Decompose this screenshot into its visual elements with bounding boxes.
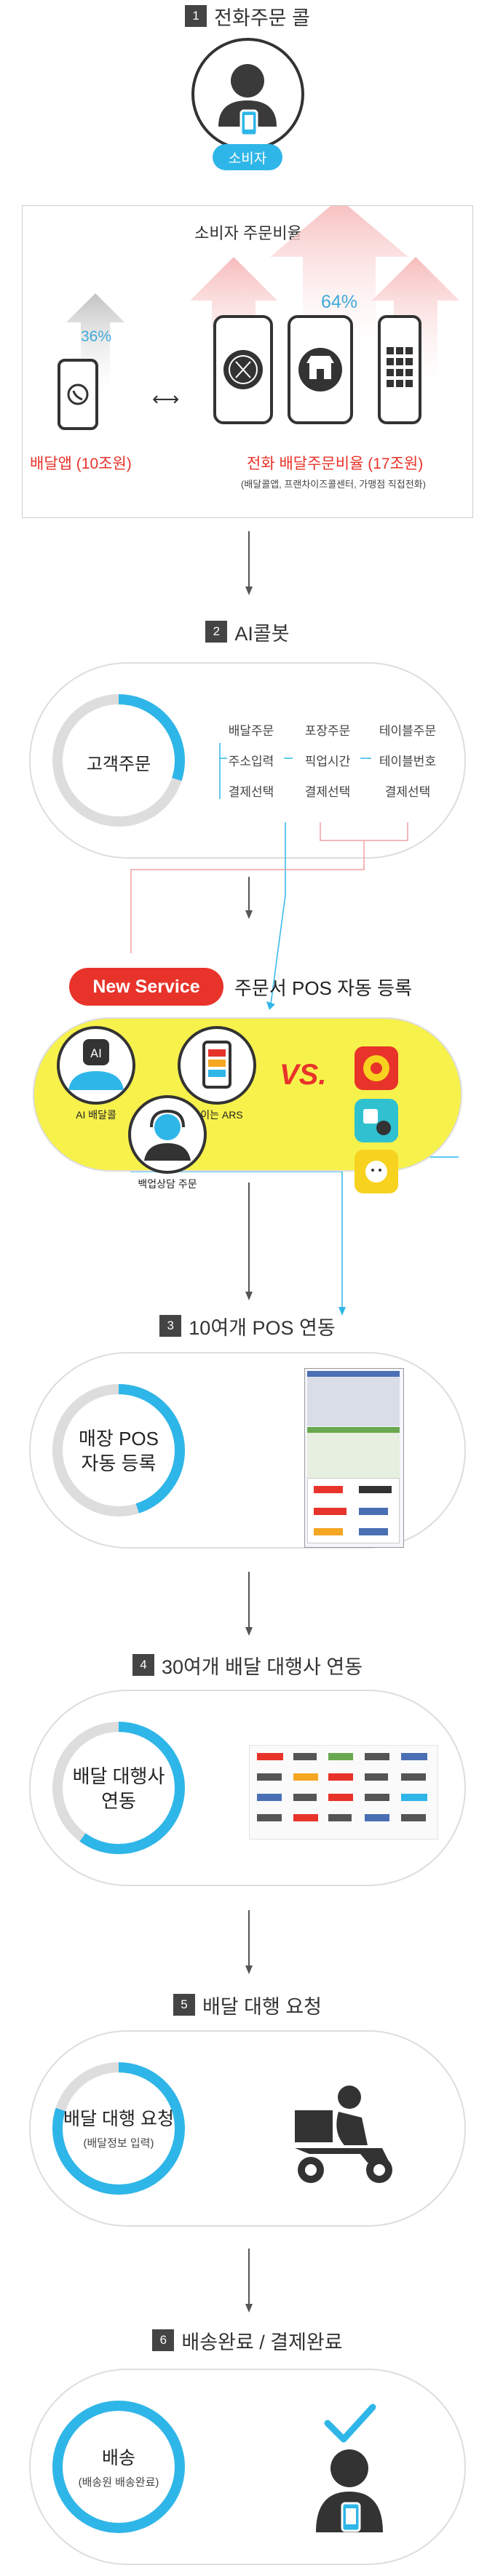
right-sublabel: (배달콜앱, 프랜차이즈콜센터, 가맹점 직접전화) xyxy=(241,479,426,490)
down-arrow-icon xyxy=(245,531,253,595)
delivery-agency-label: 배달 대행사 연동 xyxy=(50,1764,188,1813)
grid-item: 테이블번호 xyxy=(379,755,437,768)
grid-connectors xyxy=(219,743,371,799)
new-service-title: 주문서 POS 자동 등록 xyxy=(234,977,413,999)
step-number: 3 xyxy=(159,1315,182,1337)
step-title-text: 전화주문 콜 xyxy=(214,7,310,29)
step6-card xyxy=(29,2369,466,2565)
step5-card xyxy=(29,2030,466,2227)
step2-title: 2 AI콜봇 xyxy=(0,617,495,646)
center-line: 배송 xyxy=(101,2448,135,2468)
customer-order-label: 고객주문 xyxy=(86,755,151,774)
phone-call-icon xyxy=(58,359,98,430)
pos-screenshots xyxy=(304,1368,404,1548)
center-sub: (배달정보 입력) xyxy=(83,2137,154,2150)
pos-register-label: 매장 POS 자동 등록 xyxy=(50,1426,188,1476)
consumer-badge: 소비자 xyxy=(213,144,282,170)
grid-item: 테이블주문 xyxy=(379,724,437,738)
progress-ring xyxy=(52,694,185,827)
step2-card xyxy=(29,662,466,859)
customer-check-icon xyxy=(316,2404,383,2532)
center-line: 배달 대행 요청 xyxy=(63,2109,174,2129)
grid-item: 결제선택 xyxy=(228,785,274,799)
down-arrow-icon xyxy=(245,1910,253,1974)
svg-text:AI: AI xyxy=(90,1046,102,1060)
visible-ars-icon xyxy=(178,1026,256,1105)
grid-item: 결제선택 xyxy=(304,785,351,799)
step-number: 4 xyxy=(132,1654,154,1676)
service-label: 백업상담 주문 xyxy=(138,1178,197,1190)
person-phone-icon xyxy=(218,64,277,137)
right-label: 전화 배달주문비율 (17조원) xyxy=(247,456,424,472)
right-percent: 64% xyxy=(321,292,358,312)
progress-ring xyxy=(52,1722,185,1854)
delivery-app-icon xyxy=(355,1150,398,1193)
consumer-avatar xyxy=(191,38,304,151)
center-line: 배달 대행사 xyxy=(72,1765,165,1787)
grid-item: 포장주문 xyxy=(304,724,351,738)
pos-brand-logos xyxy=(307,1478,400,1543)
vs-label: VS. xyxy=(280,1059,327,1091)
progress-ring xyxy=(52,2401,185,2533)
center-line: 매장 POS xyxy=(79,1428,159,1450)
step-number: 6 xyxy=(152,2329,175,2351)
step-title-text: 30여개 배달 대행사 연동 xyxy=(161,1655,363,1678)
pos-screen xyxy=(307,1371,400,1426)
order-ratio-box: 소비자 주문비율 36% 64% ⟷ xyxy=(22,205,473,518)
delivery-app-icon xyxy=(355,1099,398,1142)
step-number: 2 xyxy=(205,621,228,643)
ai-call-icon: AI xyxy=(57,1026,135,1105)
grid-item: 픽업시간 xyxy=(304,755,351,768)
delivery-app-icon xyxy=(355,1046,398,1090)
grid-item: 주소입력 xyxy=(228,755,274,768)
progress-ring xyxy=(52,1384,185,1516)
phone-food-icon xyxy=(213,315,273,424)
step-title-text: 배송완료 / 결제완료 xyxy=(181,2331,343,2353)
grid-item: 결제선택 xyxy=(384,785,431,799)
progress-ring xyxy=(52,2062,185,2195)
exchange-arrow-icon: ⟷ xyxy=(152,388,180,410)
service-label: 보이는 ARS xyxy=(191,1109,243,1121)
step-title-text: AI콜봇 xyxy=(234,622,290,645)
order-type-grid: 배달주문 포장주문 테이블주문 주소입력 픽업시간 테이블번호 결제선택 결제선… xyxy=(211,720,444,822)
down-arrow-icon xyxy=(245,1572,253,1636)
center-line: 자동 등록 xyxy=(81,1452,157,1474)
left-label: 배달앱 (10조원) xyxy=(30,456,132,472)
service-label: AI 배달콜 xyxy=(76,1109,116,1121)
step6-title: 6 배송완료 / 결제완료 xyxy=(0,2326,495,2355)
delivery-request-label: 배달 대행 요청 (배달정보 입력) xyxy=(50,2104,188,2150)
down-arrow-icon xyxy=(245,877,253,919)
step4-title: 4 30여개 배달 대행사 연동 xyxy=(0,1650,495,1679)
delivery-done-label: 배송 (배송원 배송완료) xyxy=(50,2444,188,2489)
new-service-badge: New Service xyxy=(69,968,223,1006)
step-title-text: 배달 대행 요청 xyxy=(202,1995,322,2018)
phone-keypad-icon xyxy=(378,315,421,424)
agency-logo-grid xyxy=(257,1753,427,1821)
order-ratio-title: 소비자 주문비율 xyxy=(194,224,302,242)
step5-title: 5 배달 대행 요청 xyxy=(0,1990,495,2019)
step3-title: 3 10여개 POS 연동 xyxy=(0,1311,495,1340)
grid-item: 배달주문 xyxy=(228,724,274,738)
down-arrow-icon xyxy=(245,1182,253,1300)
center-line: 연동 xyxy=(101,1790,136,1812)
delivery-agency-logos xyxy=(249,1745,438,1840)
step-number: 1 xyxy=(185,5,207,27)
step-title-text: 10여개 POS 연동 xyxy=(189,1316,336,1339)
step1-title: 1 전화주문 콜 xyxy=(0,1,495,31)
down-arrow-icon xyxy=(245,2249,253,2313)
scooter-rider-icon xyxy=(295,2086,392,2183)
backup-agent-icon xyxy=(128,1095,207,1174)
center-sub: (배송원 배송완료) xyxy=(78,2476,159,2489)
pos-screen xyxy=(307,1427,400,1478)
phone-store-icon xyxy=(288,315,353,424)
step-number: 5 xyxy=(173,1994,195,2016)
left-percent: 36% xyxy=(81,328,112,345)
